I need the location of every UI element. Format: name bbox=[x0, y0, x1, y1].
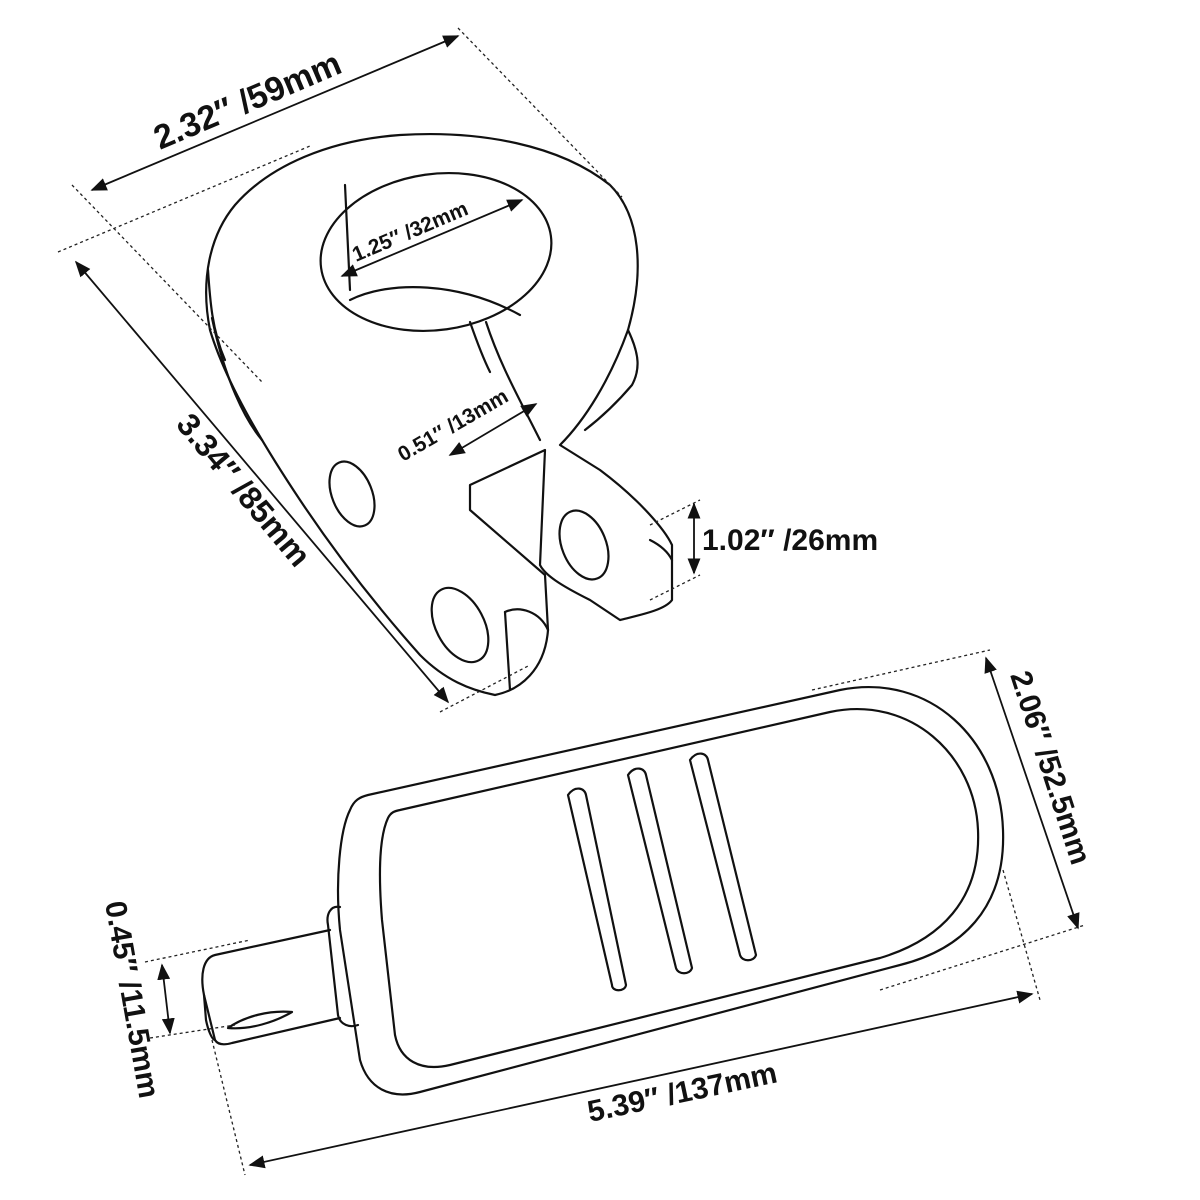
clamp-arm-left-face bbox=[503, 608, 550, 632]
peg-pad-inner bbox=[378, 708, 980, 1069]
bolt-hole-upper bbox=[328, 460, 376, 528]
label-peg-length: 5.39″ /137mm bbox=[585, 1056, 780, 1128]
clamp-dimensions bbox=[57, 27, 701, 713]
dim-arrow-slot bbox=[448, 403, 538, 456]
dim-arrow-tab-thickness bbox=[157, 963, 175, 1035]
label-clamp-thickness: 1.02″ /26mm bbox=[702, 524, 878, 557]
grip-slot-2 bbox=[626, 767, 694, 975]
clamp-rim bbox=[210, 316, 639, 442]
dim-arrow-peg-width bbox=[984, 656, 1080, 930]
footpeg-drawing bbox=[201, 686, 1005, 1096]
clamp-arm-right-end bbox=[648, 538, 674, 562]
grip-slot-3 bbox=[688, 752, 758, 962]
dim-arrow-peg-length bbox=[248, 990, 1034, 1169]
clamp-bore-inner bbox=[348, 286, 522, 317]
label-clamp-width: 2.32″ /59mm bbox=[148, 44, 347, 157]
peg-tab-face bbox=[202, 993, 217, 1042]
bolt-hole-lower bbox=[430, 586, 490, 664]
label-peg-width: 2.06″ /52.5mm bbox=[1003, 667, 1097, 869]
dim-arrow-clamp-length bbox=[74, 260, 450, 704]
bolt-hole-right bbox=[558, 509, 610, 581]
peg-tab-hole bbox=[226, 1010, 294, 1030]
grip-slot-1 bbox=[566, 787, 628, 992]
label-tab-thickness: 0.45″ /11.5mm bbox=[98, 898, 165, 1100]
dim-arrow-clamp-width bbox=[90, 35, 460, 191]
clamp-arm-left-end bbox=[503, 610, 512, 692]
peg-stem bbox=[326, 905, 360, 1028]
label-clamp-bore: 1.25″ /32mm bbox=[349, 197, 471, 266]
label-clamp-length: 3.34″ /85mm bbox=[170, 406, 318, 573]
peg-dimensions bbox=[144, 649, 1086, 1176]
peg-tab bbox=[201, 928, 342, 1046]
